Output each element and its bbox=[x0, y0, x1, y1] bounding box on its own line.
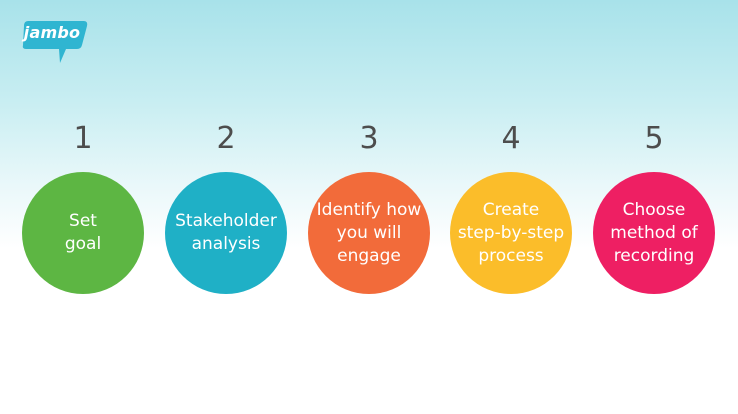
step-1: 1 Set goal bbox=[22, 121, 144, 294]
step-circle: Stakeholder analysis bbox=[165, 172, 287, 294]
step-4: 4 Create step-by-step process bbox=[450, 121, 572, 294]
speech-bubble-icon bbox=[22, 21, 88, 63]
step-circle: Set goal bbox=[22, 172, 144, 294]
step-number: 5 bbox=[644, 121, 664, 156]
step-number: 1 bbox=[73, 121, 93, 156]
logo-text: jambo bbox=[23, 23, 81, 42]
step-label: Stakeholder analysis bbox=[175, 211, 277, 254]
step-circle: Identify how you will engage bbox=[308, 172, 430, 294]
step-2: 2 Stakeholder analysis bbox=[165, 121, 287, 294]
step-3: 3 Identify how you will engage bbox=[308, 121, 430, 294]
step-label: Choose method of recording bbox=[610, 199, 698, 266]
step-number: 4 bbox=[501, 121, 521, 156]
step-label: Create step-by-step process bbox=[457, 199, 565, 266]
step-circle: Create step-by-step process bbox=[450, 172, 572, 294]
step-number: 3 bbox=[359, 121, 379, 156]
jambo-logo: jambo bbox=[22, 19, 88, 65]
step-number: 2 bbox=[216, 121, 236, 156]
step-label: Identify how you will engage bbox=[316, 199, 422, 266]
step-5: 5 Choose method of recording bbox=[593, 121, 715, 294]
step-circle: Choose method of recording bbox=[593, 172, 715, 294]
step-label: Set goal bbox=[64, 211, 102, 254]
